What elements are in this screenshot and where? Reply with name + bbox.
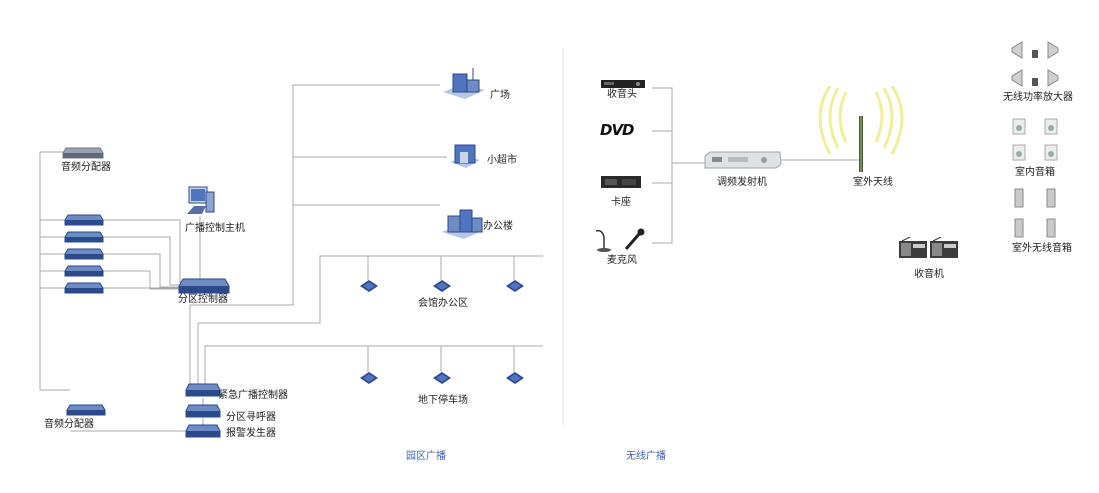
zone-controller-icon: [178, 278, 230, 294]
office-building-label: 办公楼: [483, 221, 513, 232]
audio-splitter-top-icon: [62, 147, 104, 159]
outdoor-wireless-speaker-label: 室外无线音箱: [1012, 243, 1072, 254]
zone-module-5-icon: [64, 282, 104, 294]
indoor-speaker-icon: [1012, 118, 1058, 161]
office-building-icon: [442, 209, 484, 239]
zone-module-4-icon: [64, 265, 104, 277]
tuner-label: 收音头: [607, 89, 637, 100]
fm-transmitter-label: 调频发射机: [717, 177, 767, 188]
ceiling-speaker-icon: [506, 372, 524, 384]
zone-module-1-icon: [64, 214, 104, 226]
zone-module-2-icon: [64, 231, 104, 243]
underground-parking-label: 地下停车场: [418, 395, 468, 406]
alarm-generator-icon: [185, 424, 221, 438]
horn-speaker-icon: [1011, 41, 1059, 87]
indoor-speaker-label: 室内音箱: [1015, 167, 1055, 178]
plaza-building-icon: [443, 68, 485, 99]
ceiling-speaker-icon: [433, 280, 451, 292]
outdoor-wireless-speaker-icon: [1014, 188, 1056, 238]
zone-module-3-icon: [64, 248, 104, 260]
ceiling-speaker-icon: [506, 280, 524, 292]
zone-controller-label: 分区控制器: [178, 294, 228, 305]
audio-splitter-top-label: 音频分配器: [61, 162, 111, 173]
supermarket-icon: [450, 144, 480, 168]
radio-icon: [899, 237, 927, 258]
audio-splitter-bottom-icon: [66, 404, 106, 416]
zone-pager-label: 分区寻呼器: [226, 412, 276, 423]
microphone-label: 麦克风: [607, 255, 637, 266]
radio-label: 收音机: [914, 269, 944, 280]
computer-icon: [187, 186, 215, 214]
fm-transmitter-icon: [704, 151, 782, 169]
alarm-generator-label: 报警发生器: [226, 428, 276, 439]
hall-office-area-label: 会馆办公区: [418, 298, 468, 309]
outdoor-antenna-label: 室外天线: [853, 177, 893, 188]
emergency-controller-icon: [185, 383, 221, 397]
supermarket-label: 小超市: [487, 155, 517, 166]
tuner-icon: [601, 80, 645, 88]
campus-broadcast-caption: 园区广播: [406, 451, 446, 462]
broadcast-host-label: 广播控制主机: [185, 223, 245, 234]
microphone-icon: [595, 228, 645, 252]
emergency-controller-label: 紧急广播控制器: [218, 390, 288, 401]
radio-icon: [930, 237, 958, 258]
dvd-logo-icon: DVD: [600, 121, 635, 139]
outdoor-antenna-icon: [818, 86, 904, 172]
ceiling-speaker-icon: [360, 280, 378, 292]
ceiling-speaker-icon: [360, 372, 378, 384]
zone-pager-icon: [185, 404, 221, 418]
audio-splitter-bottom-label: 音频分配器: [44, 419, 94, 430]
cassette-deck-icon: [601, 176, 641, 188]
ceiling-speaker-icon: [433, 372, 451, 384]
plaza-label: 广场: [490, 90, 510, 101]
wireless-power-amplifier-label: 无线功率放大器: [1003, 92, 1073, 103]
cassette-deck-label: 卡座: [611, 197, 631, 208]
wireless-broadcast-caption: 无线广播: [626, 451, 666, 462]
